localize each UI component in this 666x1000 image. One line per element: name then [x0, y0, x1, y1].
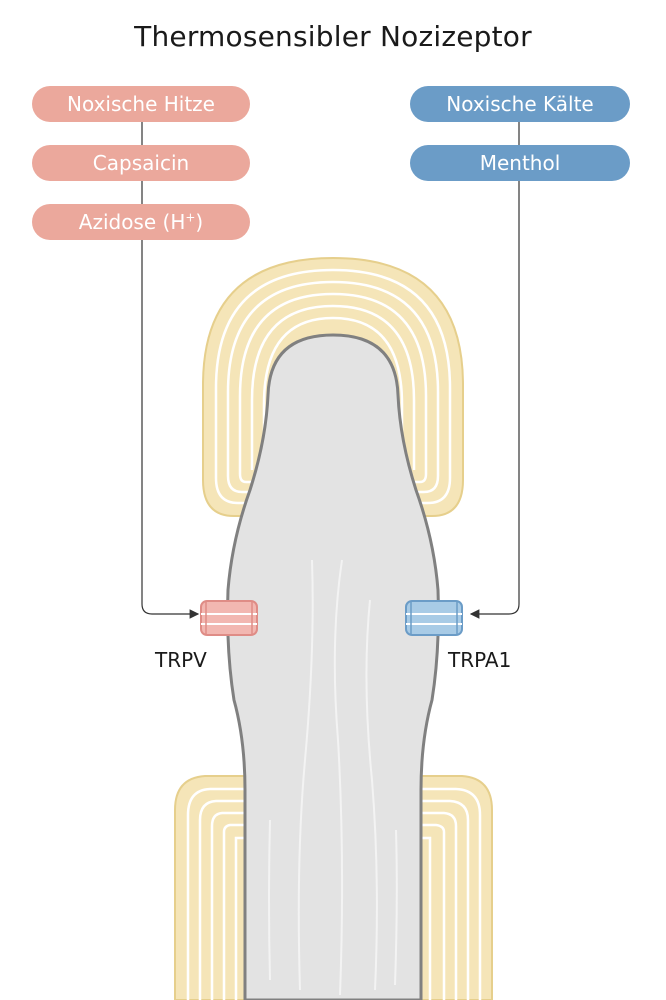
axon: [226, 333, 440, 1000]
stimulus-acidosis-tail: ): [195, 210, 204, 234]
trpa1-channel-icon: [405, 600, 463, 636]
cold-stimulus-line: [469, 86, 520, 619]
trpv-channel-icon: [200, 600, 258, 636]
channel-label-trpa1: TRPA1: [448, 648, 512, 672]
stimulus-noxious-cold: Noxische Kälte: [410, 86, 630, 122]
stimulus-acidosis-superscript: +: [185, 210, 196, 225]
stimulus-menthol: Menthol: [410, 145, 630, 181]
stimulus-acidosis-text: Azidose (H: [78, 210, 186, 234]
diagram-title: Thermosensibler Nozizeptor: [134, 20, 532, 53]
stimulus-capsaicin: Capsaicin: [32, 145, 250, 181]
stimulus-acidosis: Azidose (H+): [32, 204, 250, 240]
stimulus-noxious-heat: Noxische Hitze: [32, 86, 250, 122]
channel-label-trpv: TRPV: [155, 648, 207, 672]
warm-stimulus-line: [141, 86, 200, 619]
stimulus-lines: [141, 86, 520, 619]
